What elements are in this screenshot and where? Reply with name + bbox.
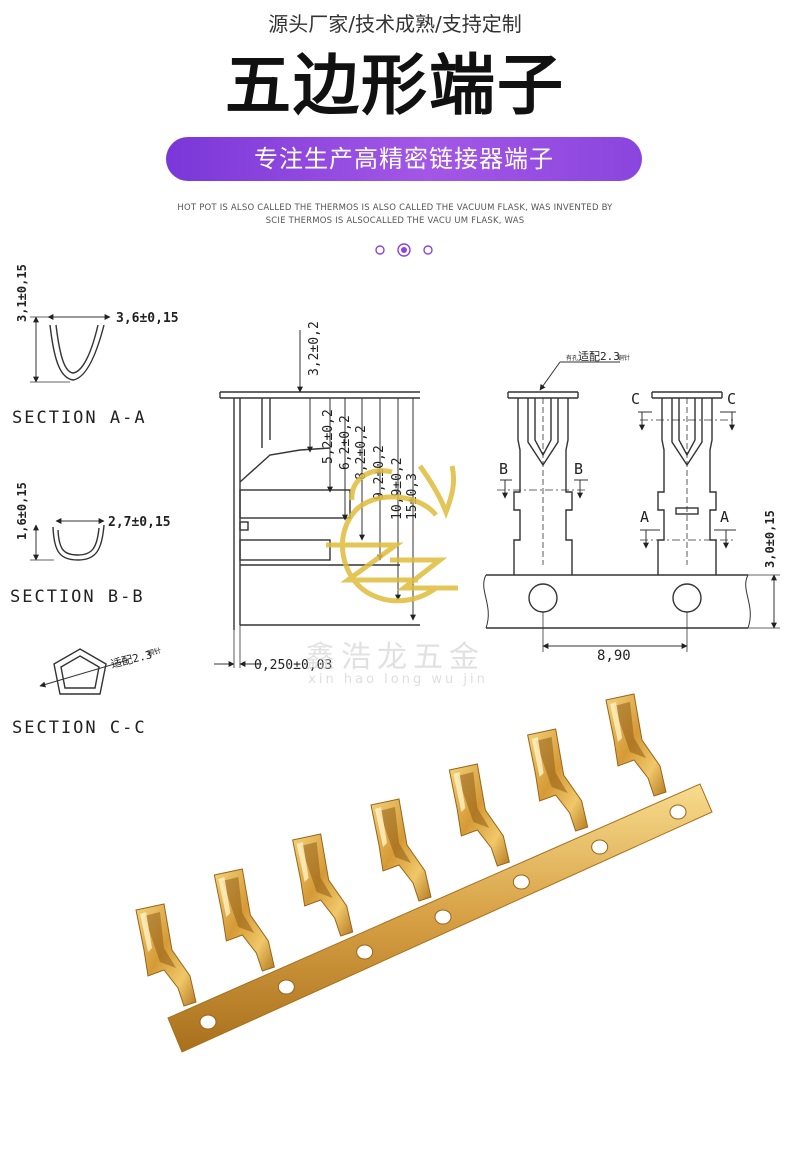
section-marker-c-left: C	[631, 390, 640, 408]
front-view-terminal-2-right	[709, 398, 717, 565]
side-dim-label-2: 8,2±0,2	[354, 425, 369, 480]
photo-strip-hole	[277, 979, 295, 995]
pager-dot-active[interactable]	[397, 243, 411, 257]
front-pin-prefix: 有孔	[566, 354, 578, 362]
section-a-height-label: 3,1±0,15	[15, 264, 29, 322]
section-marker-a-right: A	[720, 508, 729, 526]
photo-strip-hole	[512, 874, 530, 890]
section-b-profile-inner	[57, 527, 100, 556]
photo-terminal	[527, 728, 589, 832]
front-view-terminal-2-flange	[651, 391, 723, 399]
pager-dot[interactable]	[423, 245, 433, 255]
watermark-pinyin: xin hao long wu jin	[308, 672, 488, 687]
product-photo	[135, 693, 713, 1053]
carrier-hole-1	[528, 583, 558, 613]
section-a-label: SECTION A-A	[12, 408, 147, 428]
section-a-profile	[49, 324, 105, 381]
photo-strip-hole	[669, 804, 687, 820]
side-top-dim-label: 3,2±0,2	[307, 321, 322, 376]
section-marker-b-right: B	[574, 460, 583, 478]
page-title: 五边形端子	[225, 47, 565, 124]
section-b-width-label: 2,7±0,15	[108, 515, 171, 530]
front-view-terminal-1-right	[565, 398, 573, 565]
section-marker-b-left: B	[499, 460, 508, 478]
photo-terminal	[135, 903, 197, 1007]
front-view-terminal-1-left	[513, 398, 521, 565]
side-view-taper	[239, 447, 331, 483]
photo-terminal	[448, 763, 510, 867]
technical-drawing: 3,1±0,15 3,6±0,15 SECTION A-A 1,6±0,15 2…	[10, 264, 780, 738]
pager-dot[interactable]	[375, 245, 385, 255]
section-b-profile	[52, 524, 105, 561]
pager-dots[interactable]	[372, 242, 436, 258]
side-view-shoulder-upper	[239, 489, 351, 519]
english-subtitle-line-1: HOT POT IS ALSO CALLED THE THERMOS IS AL…	[177, 203, 613, 213]
carrier-hole-2	[672, 583, 702, 613]
banner-slogan: 专注生产高精密链接器端子	[166, 137, 642, 181]
watermark-text: 鑫浩龙五金	[305, 640, 485, 675]
photo-terminal	[292, 833, 354, 937]
side-dim-label-5: 15±0,3	[405, 473, 420, 520]
watermark-logo	[326, 464, 458, 604]
thickness-label: 0,250±0,03	[254, 658, 332, 673]
pager-dot-active-center	[401, 247, 407, 253]
section-c-pin-unit: 铜针	[146, 646, 162, 658]
front-pin-unit: 铜针	[618, 354, 630, 362]
section-c-pentagon	[53, 648, 107, 695]
section-c-label: SECTION C-C	[12, 718, 147, 738]
side-dim-label-0: 5,2±0,2	[321, 409, 336, 464]
pitch-label: 8,90	[597, 648, 631, 664]
english-subtitle-line-2: SCIE THERMOS IS ALSOCALLED THE VACU UM F…	[265, 216, 525, 226]
front-view-terminal-1-flange	[507, 391, 579, 399]
section-a-width-label: 3,6±0,15	[116, 311, 179, 326]
photo-strip-hole	[356, 944, 374, 960]
photo-terminal	[213, 868, 275, 972]
section-c-pin-leader	[39, 659, 129, 688]
side-dim-label-1: 6,2±0,2	[338, 415, 353, 470]
side-view-shoulder-lower	[239, 539, 331, 561]
section-marker-c-right: C	[727, 390, 736, 408]
section-marker-a-left: A	[640, 508, 649, 526]
photo-strip-hole	[434, 909, 452, 925]
section-a-profile-inner	[55, 324, 99, 374]
header-tagline: 源头厂家/技术成熟/支持定制	[268, 12, 522, 36]
section-b-height-label: 1,6±0,15	[15, 482, 29, 540]
photo-terminal	[370, 798, 432, 902]
carrier-height-label: 3,0±0,15	[763, 510, 777, 568]
photo-strip-hole	[591, 839, 609, 855]
side-dim-label-4: 10,9±0,2	[390, 457, 405, 520]
section-b-label: SECTION B-B	[10, 587, 145, 607]
front-pin-label: 适配2.3	[578, 350, 620, 363]
photo-terminal	[605, 693, 667, 797]
photo-strip-hole	[199, 1014, 217, 1030]
